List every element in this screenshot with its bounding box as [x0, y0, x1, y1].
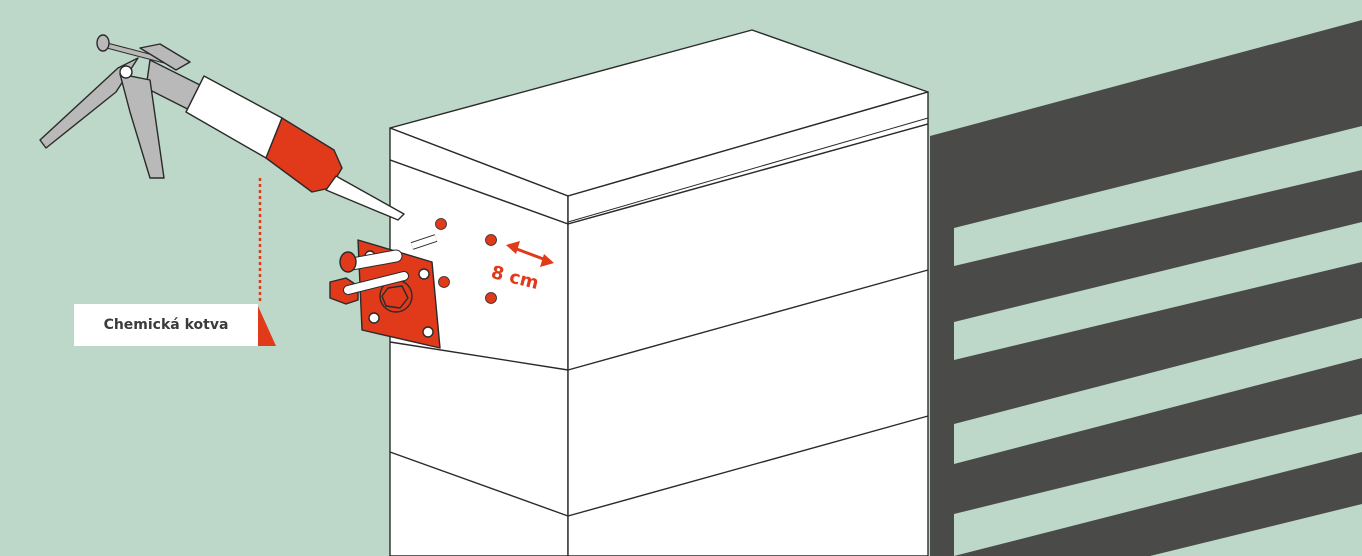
drill-hole	[485, 234, 497, 246]
drill-holes	[435, 218, 497, 304]
fence-gap	[954, 222, 1362, 360]
fence-gap	[1150, 504, 1362, 556]
spacing-arrow	[506, 241, 554, 267]
pillar	[389, 29, 929, 556]
drill-hole	[435, 218, 447, 230]
label-pointer	[258, 306, 276, 346]
mounting-bracket-icon	[329, 234, 441, 349]
anchor-label: Chemická kotva	[74, 304, 258, 346]
pillar-body-front	[389, 159, 569, 556]
nozzle	[325, 175, 405, 221]
pillar-body-side	[567, 123, 929, 556]
fence-gap	[954, 414, 1362, 556]
drill-hole	[438, 276, 450, 288]
anchor-label-text: Chemická kotva	[103, 317, 229, 333]
fence-gap	[954, 318, 1362, 464]
fence-panel	[930, 20, 1362, 556]
drill-hole	[485, 292, 497, 304]
caulking-gun-icon	[39, 34, 405, 221]
fence-gap	[954, 126, 1362, 266]
